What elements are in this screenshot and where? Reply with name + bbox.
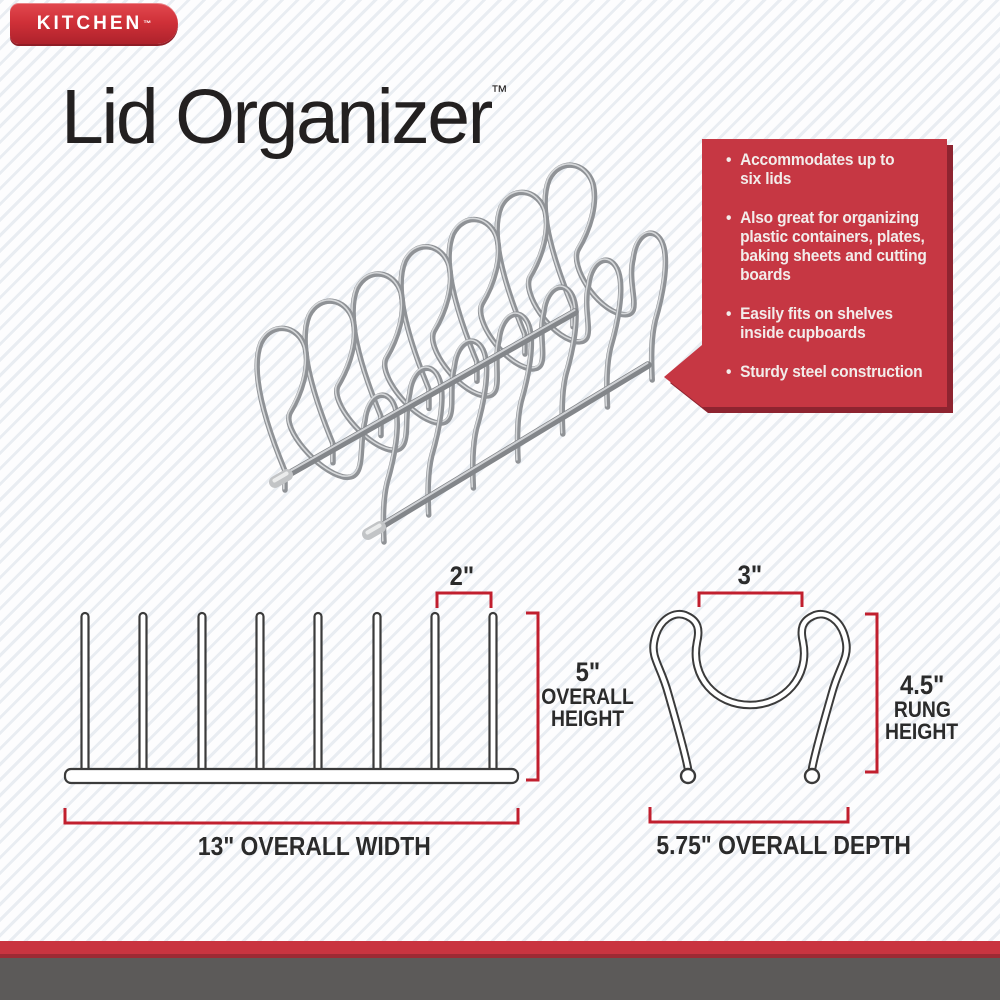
feature-callout: Accommodates up to six lids Also great f… [658, 133, 964, 425]
brand-trademark: ™ [143, 19, 152, 28]
feature-line: Sturdy steel construction [740, 363, 923, 381]
overall-width-label: 13" OVERALL WIDTH [197, 831, 431, 861]
feature-line: Accommodates up to [740, 151, 895, 169]
front-view-drawing [63, 591, 540, 825]
product-photo [254, 162, 669, 545]
feature-line: Easily fits on shelves [740, 305, 893, 323]
feature-line: baking sheets and cutting [740, 247, 927, 265]
feature-item: Also great for organizing plastic contai… [726, 209, 933, 285]
overall-depth-label: 5.75" OVERALL DEPTH [656, 830, 911, 860]
feature-item: Sturdy steel construction [726, 363, 933, 382]
feature-line: plastic containers, plates, [740, 228, 925, 246]
footer-red-stripe [0, 941, 1000, 954]
feature-line: six lids [740, 170, 792, 188]
title-trademark: ™ [490, 82, 508, 101]
feature-item: Accommodates up to six lids [726, 151, 933, 189]
opening-width-label: 3" [737, 560, 763, 590]
front-view-diagram: 2" 5" OVERALL HEIGHT 13" OVERALL WIDTH [55, 555, 634, 885]
feature-list: Accommodates up to six lids Also great f… [726, 151, 933, 402]
brand-badge-label: KITCHEN [36, 12, 143, 34]
page-title: Lid Organizer™ [61, 79, 508, 156]
side-view-drawing [648, 591, 879, 824]
feature-line: boards [740, 266, 791, 284]
prong-spacing-label: 2" [449, 561, 475, 591]
footer-dark-red-stripe [0, 954, 1000, 958]
feature-item: Easily fits on shelves inside cupboards [726, 305, 933, 343]
feature-line: Also great for organizing [740, 209, 919, 227]
page-title-text: Lid Organizer [61, 74, 493, 160]
feature-line: inside cupboards [740, 324, 866, 342]
side-view-diagram: 3" 4.5" RUNG HEIGHT 5.75" OVERALL DEPTH [630, 555, 975, 885]
rung-height-label: 4.5" RUNG HEIGHT [885, 670, 959, 744]
footer-bar [0, 958, 1000, 1000]
overall-height-label: 5" OVERALL HEIGHT [541, 657, 635, 731]
